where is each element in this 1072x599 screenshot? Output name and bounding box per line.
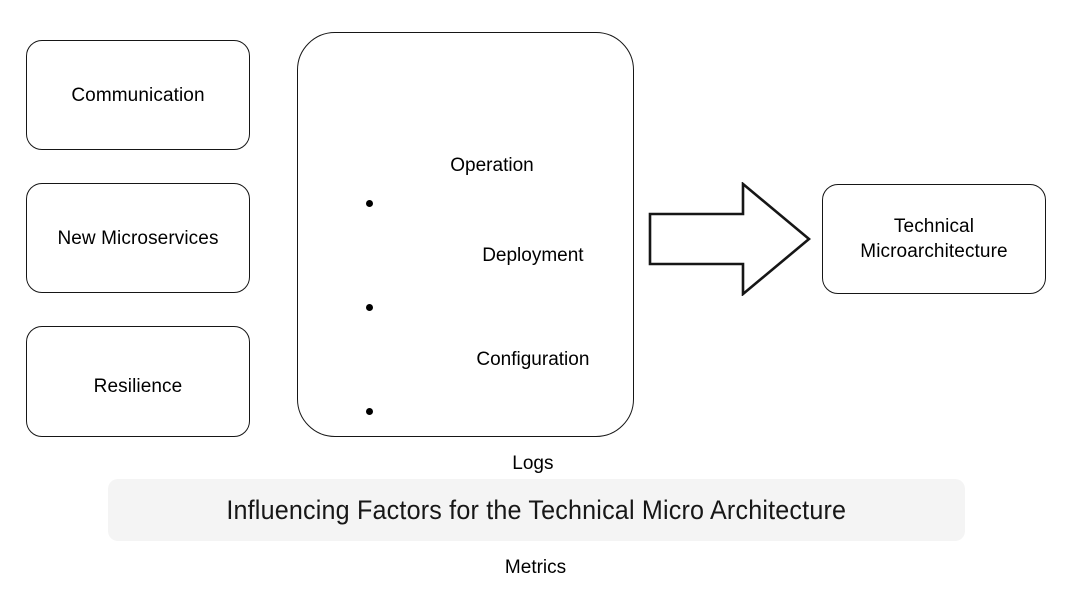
caption-text: Influencing Factors for the Technical Mi… (226, 495, 847, 525)
operation-bullet-list: Deployment Configuration Logs Metrics (361, 191, 623, 599)
caption-bar: Influencing Factors for the Technical Mi… (108, 479, 965, 541)
node-operation[interactable]: Operation Deployment Configuration Logs … (297, 32, 634, 578)
list-item-label: Configuration (476, 349, 590, 370)
node-communication-label: Communication (71, 84, 205, 106)
operation-content: Operation Deployment Configuration Logs … (361, 155, 623, 599)
node-new-microservices-label: New Microservices (57, 227, 219, 249)
list-item-label: Deployment (482, 245, 584, 266)
list-item: Deployment (361, 191, 623, 295)
node-new-microservices[interactable]: New Microservices (26, 183, 250, 293)
bullet-dot-icon (366, 200, 373, 207)
list-item: Logs (361, 399, 623, 503)
operation-title: Operation (450, 155, 534, 176)
node-resilience-label: Resilience (93, 376, 183, 397)
bullet-dot-icon (366, 304, 373, 311)
list-item-label: Logs (512, 453, 554, 474)
right-block-arrow-icon (648, 182, 811, 296)
list-item-label: Metrics (499, 557, 567, 578)
node-communication[interactable]: Communication (26, 40, 250, 150)
node-technical-microarchitecture-label: Technical Microarchitecture (860, 216, 1008, 262)
node-technical-microarchitecture[interactable]: Technical Microarchitecture (822, 184, 1046, 294)
bullet-dot-icon (366, 408, 373, 415)
node-resilience[interactable]: Resilience (26, 326, 250, 437)
list-item: Configuration (361, 295, 623, 399)
